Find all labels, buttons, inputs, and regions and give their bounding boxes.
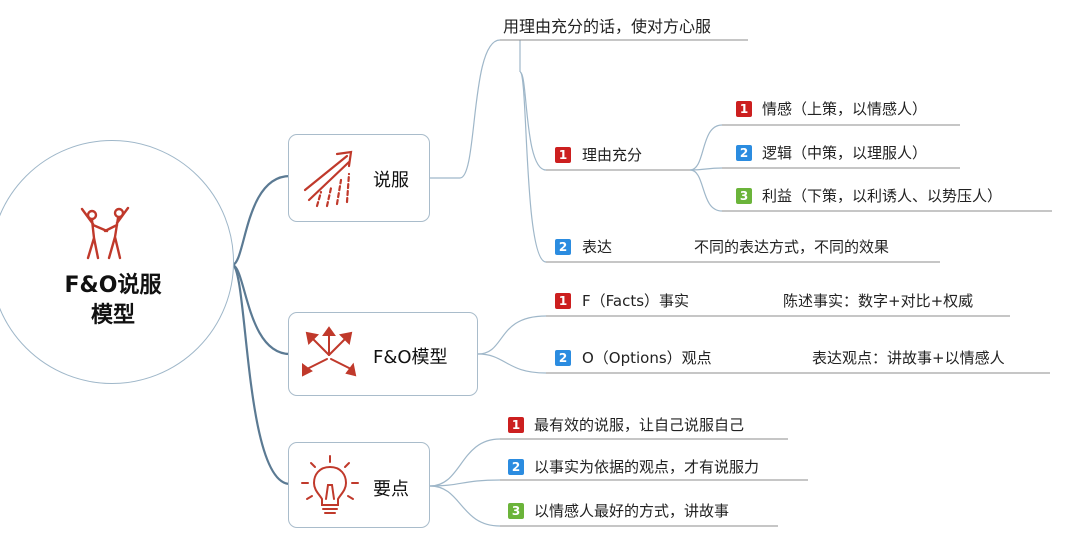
priority-badge-1: 1 <box>736 101 752 117</box>
root-title-line2: 模型 <box>90 303 135 328</box>
reason-label: 理由充分 <box>582 146 643 164</box>
root-node[interactable]: F&O说服 模型 <box>0 140 234 384</box>
node-persuade[interactable]: 说服 <box>288 134 430 222</box>
persuade-definition[interactable]: 用理由充分的话，使对方心服 <box>503 17 712 36</box>
node-keypoints-label: 要点 <box>373 479 409 500</box>
priority-badge-3: 3 <box>508 503 524 519</box>
node-keypoints[interactable]: 要点 <box>288 442 430 528</box>
model-item-label: O（Options）观点 <box>582 349 712 367</box>
node-fo-model-label: F&O模型 <box>373 347 448 368</box>
node-fo-model[interactable]: F&O模型 <box>288 312 478 396</box>
root-title: F&O说服 模型 <box>13 271 213 331</box>
arrows-outward-icon <box>302 326 357 377</box>
root-title-line1: F&O说服 <box>64 273 162 298</box>
priority-badge-1: 1 <box>508 417 524 433</box>
model-item-label: F（Facts）事实 <box>582 292 690 310</box>
express-label: 表达 <box>582 238 613 256</box>
priority-badge-3: 3 <box>736 188 752 204</box>
express-detail: 不同的表达方式，不同的效果 <box>694 238 890 256</box>
rising-arrows-icon <box>303 150 353 208</box>
priority-badge-2: 2 <box>555 350 571 366</box>
priority-badge-2: 2 <box>508 459 524 475</box>
keypoint-text: 以事实为依据的观点，才有说服力 <box>534 458 760 476</box>
lightbulb-icon <box>301 455 359 514</box>
priority-badge-2: 2 <box>555 239 571 255</box>
reason-item-text: 情感（上策，以情感人） <box>762 100 928 118</box>
priority-badge-1: 1 <box>555 147 571 163</box>
priority-badge-1: 1 <box>555 293 571 309</box>
model-item-detail: 表达观点：讲故事+以情感人 <box>812 349 1005 367</box>
model-item-detail: 陈述事实：数字+对比+权威 <box>783 292 974 310</box>
keypoint-text: 最有效的说服，让自己说服自己 <box>534 416 745 434</box>
two-people-icon <box>80 206 130 260</box>
keypoint-text: 以情感人最好的方式，讲故事 <box>534 502 730 520</box>
reason-item-text: 逻辑（中策，以理服人） <box>762 144 928 162</box>
reason-item-text: 利益（下策，以利诱人、以势压人） <box>762 187 1003 205</box>
node-persuade-label: 说服 <box>373 170 409 191</box>
priority-badge-2: 2 <box>736 145 752 161</box>
